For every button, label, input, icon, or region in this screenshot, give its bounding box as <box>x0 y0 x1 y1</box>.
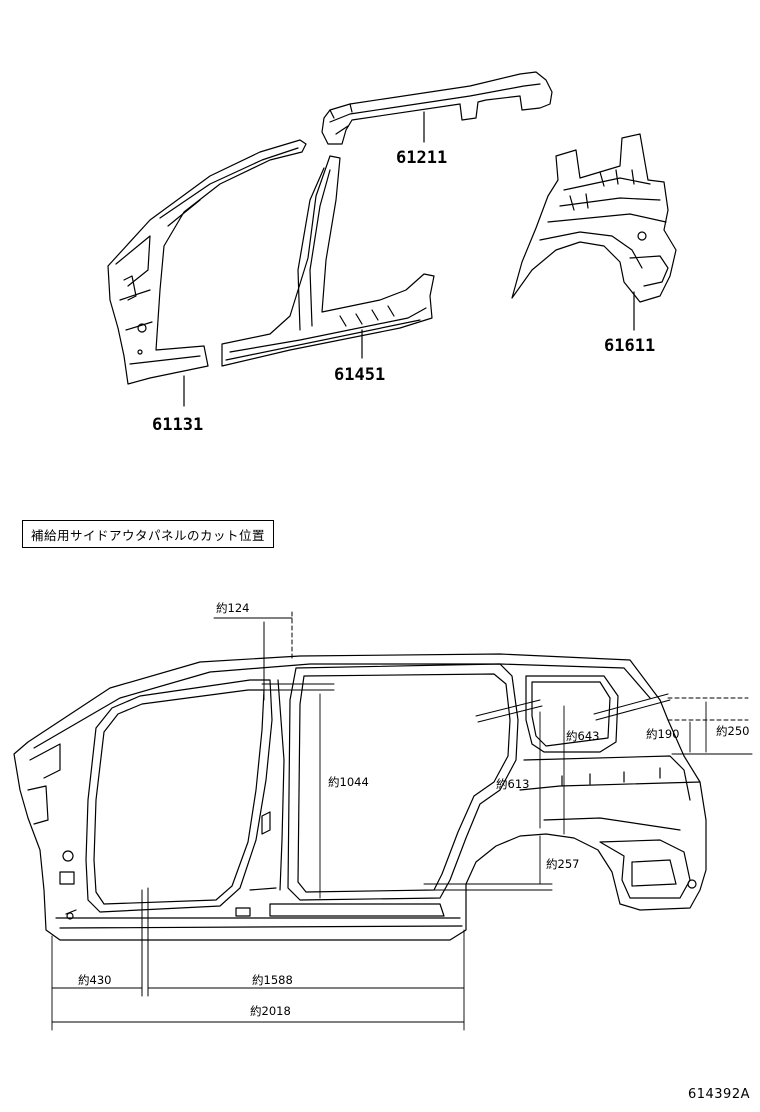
dim-124: 約124 <box>216 601 249 615</box>
part-label-61211: 61211 <box>396 148 447 168</box>
dim-613: 約613 <box>496 777 529 791</box>
part-61451-rocker-panel <box>221 155 435 367</box>
part-label-61451: 61451 <box>334 365 385 385</box>
dim-190: 約190 <box>646 727 679 741</box>
cut-position-caption: 補給用サイドアウタパネルのカット位置 <box>22 520 275 548</box>
dim-1588: 約1588 <box>252 973 293 987</box>
dim-1044: 約1044 <box>328 775 369 789</box>
cut-lines <box>141 611 753 997</box>
dim-643: 約643 <box>566 729 599 743</box>
dim-257: 約257 <box>546 857 579 871</box>
part-61131-front-pillar <box>107 139 307 385</box>
part-61211-roof-rail <box>321 71 553 145</box>
part-61611-quarter-panel <box>511 133 677 303</box>
drawing-number: 614392A <box>687 1087 750 1102</box>
side-outer-panel <box>13 653 707 941</box>
dim-250: 約250 <box>716 724 749 738</box>
dim-430: 約430 <box>78 973 111 987</box>
dimension-lines <box>51 617 707 1031</box>
part-label-61131: 61131 <box>152 415 203 435</box>
part-label-61611: 61611 <box>604 336 655 356</box>
dim-2018: 約2018 <box>250 1004 291 1018</box>
